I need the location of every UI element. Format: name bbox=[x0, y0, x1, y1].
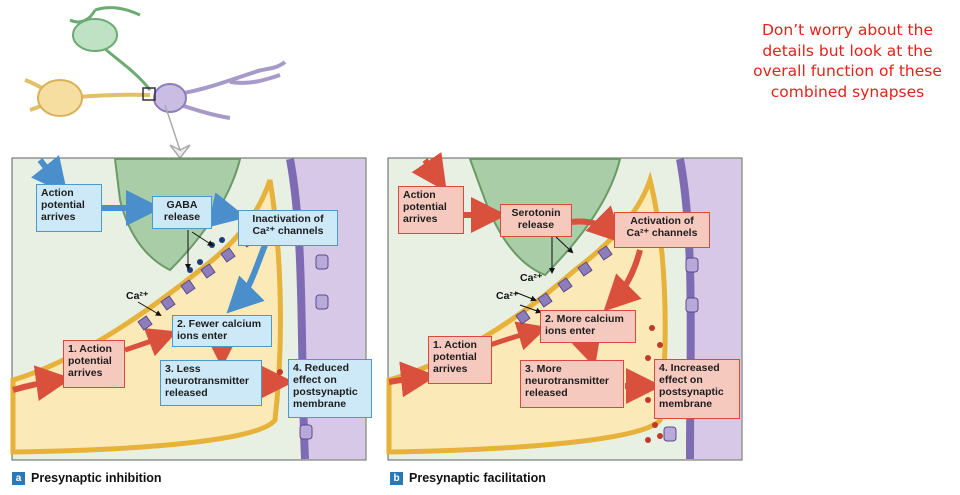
panel-b-caption-text: Presynaptic facilitation bbox=[409, 471, 546, 485]
panel-b-caption: b Presynaptic facilitation bbox=[390, 471, 546, 485]
activation-box: Activation of Ca²⁺ channels bbox=[614, 212, 710, 248]
step4-reduced-effect-box: 4. Reduced effect on postsynaptic membra… bbox=[288, 359, 372, 418]
ap-arrives-top-box-b: Action potential arrives bbox=[398, 186, 464, 234]
calcium-label-b1: Ca²⁺ bbox=[520, 272, 543, 284]
step3-more-neurotransmitter-box: 3. More neurotransmitter released bbox=[520, 360, 624, 408]
calcium-label-b2: Ca²⁺ bbox=[496, 290, 519, 302]
step1-ap-arrives-box-b: 1. Action potential arrives bbox=[428, 336, 492, 384]
panel-a-letter: a bbox=[12, 471, 25, 485]
neuron-illustration bbox=[24, 6, 287, 160]
step2-fewer-calcium-box: 2. Fewer calcium ions enter bbox=[172, 315, 272, 347]
instruction-note: Don’t worry about the details but look a… bbox=[753, 21, 942, 101]
step2-more-calcium-box: 2. More calcium ions enter bbox=[540, 310, 636, 343]
gaba-release-box: GABA release bbox=[152, 196, 212, 229]
serotonin-release-box: Serotonin release bbox=[500, 204, 572, 237]
inactivation-box: Inactivation of Ca²⁺ channels bbox=[238, 210, 338, 246]
ap-arrives-top-box-a: Action potential arrives bbox=[36, 184, 102, 232]
step1-ap-arrives-box-a: 1. Action potential arrives bbox=[63, 340, 125, 388]
panel-a-caption-text: Presynaptic inhibition bbox=[31, 471, 162, 485]
panel-b-letter: b bbox=[390, 471, 403, 485]
step3-less-neurotransmitter-box: 3. Less neurotransmitter released bbox=[160, 360, 262, 406]
panel-a-caption: a Presynaptic inhibition bbox=[12, 471, 162, 485]
step4-increased-effect-box: 4. Increased effect on postsynaptic memb… bbox=[654, 359, 740, 419]
calcium-label-a: Ca²⁺ bbox=[126, 290, 149, 302]
